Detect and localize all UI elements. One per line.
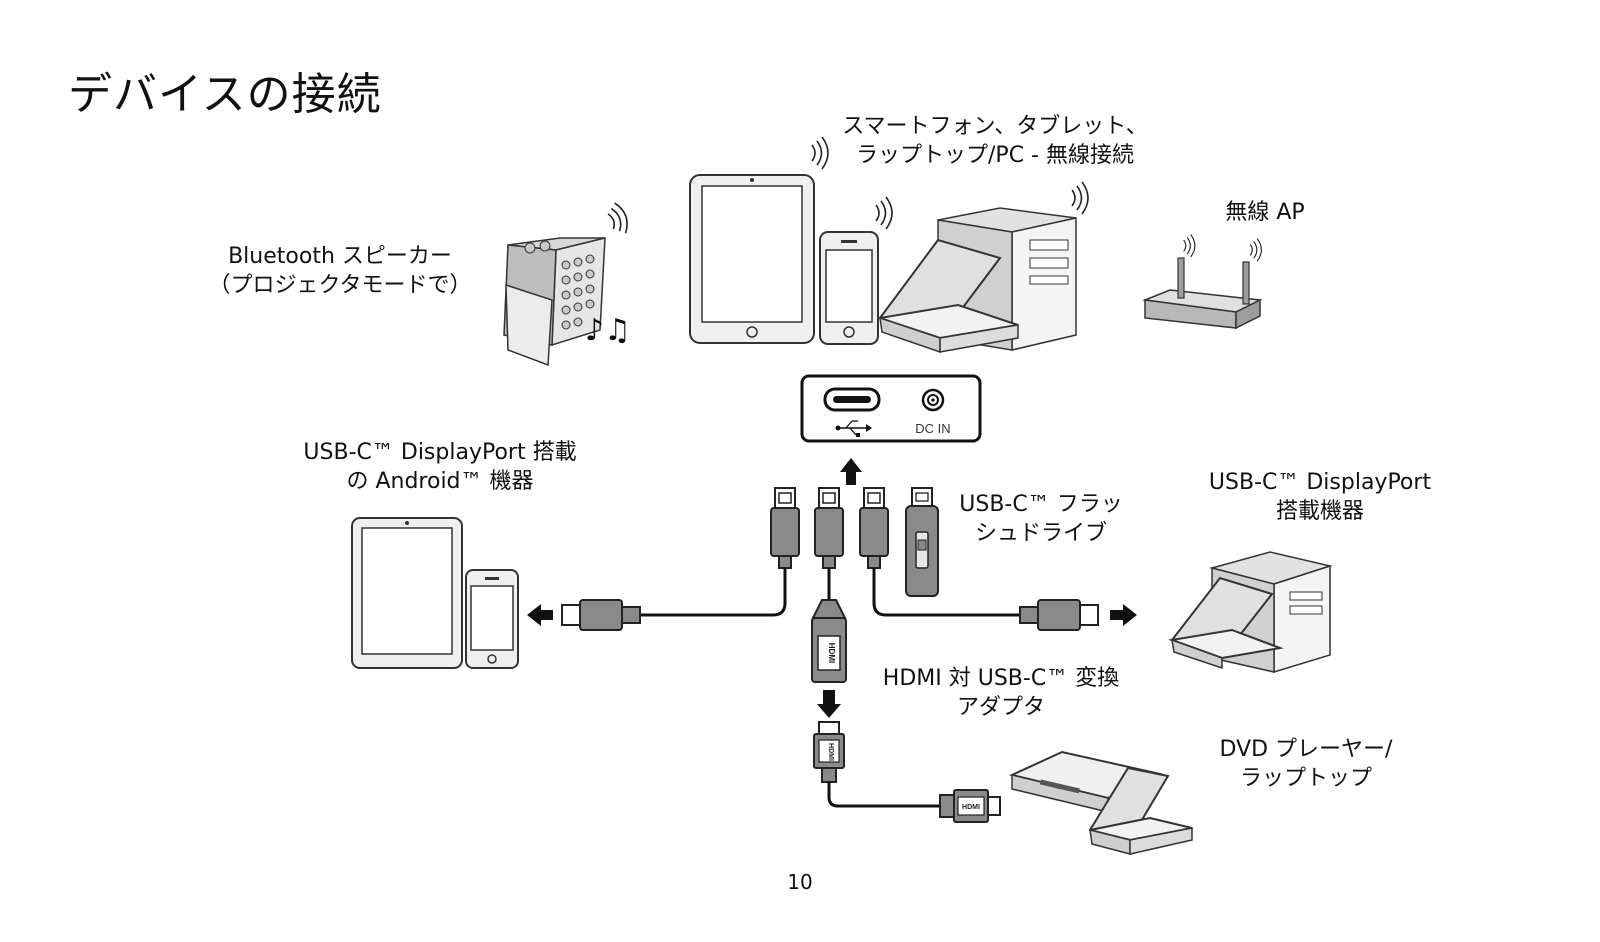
usbc-plug-android (770, 487, 800, 569)
cable-to-dp-device (872, 568, 1020, 617)
usbc-plug-hdmi-adapter (814, 487, 844, 569)
smart-devices-label-line2: ラップトップ/PC - 無線接続 (856, 143, 1134, 168)
usb-icon (835, 420, 872, 437)
cable-to-android (640, 568, 787, 617)
laptop-wireless-illustration (878, 238, 1019, 354)
bt-speaker-illustration: ♪♫ (503, 200, 633, 367)
arrow-left-to-android (527, 604, 553, 626)
dp-device-label-line2: 搭載機器 (1275, 499, 1364, 524)
hdmi-cable (827, 782, 940, 808)
page-title: デバイスの接続 (68, 69, 382, 120)
wireless-ap-illustration (1142, 233, 1263, 330)
dp-device-cable-connector (1019, 599, 1137, 631)
dp-device-label-line1: USB-C™ DisplayPort (1208, 470, 1432, 495)
hdmi-cable-plug-right: HDMI (939, 789, 1001, 823)
projector-port-panel: DC IN (800, 374, 982, 443)
hdmi-adapter-label-line1: HDMI 対 USB-C™ 変換 (882, 666, 1120, 691)
phone-wireless-illustration (819, 196, 893, 345)
hdmi-plug-mark: HDMI (827, 743, 834, 761)
android-label-line2: の Android™ 機器 (346, 469, 534, 494)
usbc-flash-drive (905, 487, 939, 597)
bt-speaker-label-line1: Bluetooth スピーカー (228, 244, 452, 269)
tablet-wireless-illustration (689, 136, 829, 344)
arrow-up-to-port (840, 458, 862, 485)
page-number: 10 (787, 870, 813, 894)
android-cable-connector (527, 599, 641, 631)
dvd-laptop-illustration (1008, 750, 1193, 855)
smart-devices-label-line1: スマートフォン、タブレット、 (842, 114, 1148, 139)
dp-device-illustration (1168, 551, 1333, 674)
dvd-label: DVD プレーヤー/ ラップトップ (1196, 735, 1416, 793)
hdmi-plug-mark-right: HDMI (962, 804, 980, 811)
dc-jack-icon (921, 388, 945, 412)
music-notes-icon: ♪♫ (585, 313, 631, 348)
android-label-line1: USB-C™ DisplayPort 搭載 (303, 440, 577, 465)
smart-devices-label: スマートフォン、タブレット、 ラップトップ/PC - 無線接続 (820, 112, 1170, 170)
flash-drive-label: USB-C™ フラッ シュドライブ (946, 490, 1136, 548)
flash-drive-label-line1: USB-C™ フラッ (959, 492, 1123, 517)
arrow-right-to-dp-device (1110, 604, 1137, 626)
dvd-label-line2: ラップトップ (1239, 766, 1372, 791)
hdmi-adapter-mark: HDMI (827, 643, 836, 663)
usbc-plug-dp-device (859, 487, 889, 569)
bt-speaker-label-line2: （プロジェクタモードで） (208, 273, 472, 298)
flash-drive-label-line2: シュドライブ (974, 521, 1107, 546)
arrow-down-to-hdmi (817, 690, 841, 718)
dp-device-label: USB-C™ DisplayPort 搭載機器 (1200, 468, 1440, 526)
hdmi-cable-plug: HDMI (813, 721, 845, 783)
android-devices-illustration (351, 517, 519, 669)
dvd-label-line1: DVD プレーヤー/ (1219, 737, 1393, 762)
hdmi-adapter: HDMI (811, 599, 847, 683)
hdmi-adapter-label-line2: アダプタ (956, 695, 1045, 720)
hdmi-adapter-label: HDMI 対 USB-C™ 変換 アダプタ (866, 664, 1136, 722)
android-label: USB-C™ DisplayPort 搭載 の Android™ 機器 (290, 438, 590, 496)
dc-in-label: DC IN (915, 421, 950, 436)
wireless-ap-label: 無線 AP (1225, 200, 1305, 225)
bt-speaker-label: Bluetooth スピーカー （プロジェクタモードで） (190, 242, 490, 300)
